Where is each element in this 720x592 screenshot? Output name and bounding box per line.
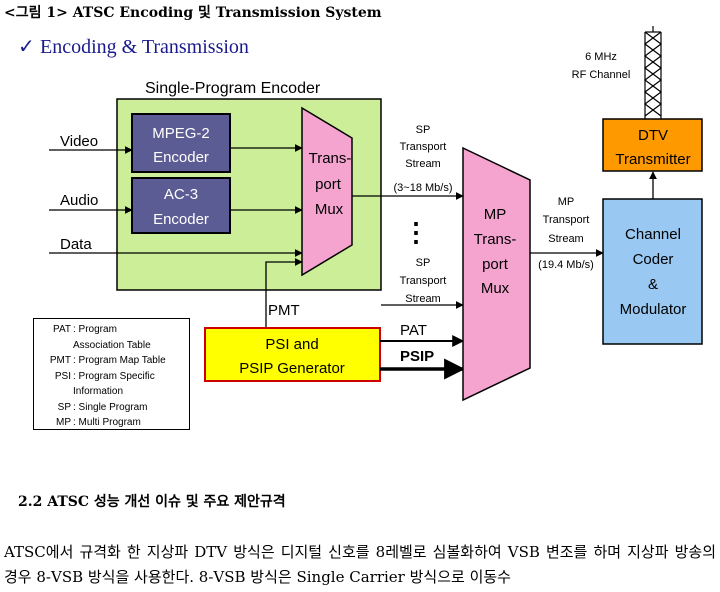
- sp-stream-top-label-3: Stream: [405, 158, 440, 170]
- transport-mux-label-3: Mux: [315, 201, 344, 218]
- channel-coder-label-4: Modulator: [620, 301, 687, 318]
- mp-mux-label-1: MP: [484, 206, 507, 223]
- mpeg2-encoder-label-1: MPEG-2: [152, 125, 210, 142]
- mpeg2-encoder-label-2: Encoder: [153, 149, 209, 166]
- sp-stream-top-label-1: SP: [416, 124, 431, 136]
- legend-def: : Program Map Table: [73, 355, 166, 366]
- mp-rate-label: (19.4 Mb/s): [538, 259, 594, 271]
- mp-stream-label-2: Transport: [543, 214, 590, 226]
- checkmark-icon: ✓: [18, 36, 35, 58]
- body-paragraph: ATSC에서 규격화 한 지상파 DTV 방식은 디지털 신호를 8레벨로 심볼…: [4, 543, 716, 586]
- legend-abbr: PMT: [49, 355, 71, 366]
- atsc-block-diagram: Single-Program Encoder MPEG-2 Encoder AC…: [49, 26, 703, 402]
- channel-coder-label-3: &: [648, 276, 658, 293]
- legend-def: : Multi Program: [73, 417, 141, 428]
- rf-channel-label-1: 6 MHz: [585, 51, 617, 63]
- sp-stream-top-label-2: Transport: [400, 141, 447, 153]
- legend-row-sp: SP: Single Program: [40, 400, 189, 416]
- transport-mux-shape: [301, 106, 353, 277]
- dtv-transmitter-label-2: Transmitter: [615, 151, 690, 168]
- legend-row-pat: PAT: Program: [40, 322, 189, 338]
- transport-mux-label-1: Trans-: [309, 150, 352, 167]
- legend-def: : Single Program: [73, 401, 148, 413]
- section-heading: 2.2 ATSC 성능 개선 이슈 및 주요 제안규격: [18, 494, 286, 510]
- channel-coder-label-1: Channel: [625, 226, 681, 243]
- mpeg2-encoder-box: [131, 113, 231, 173]
- mp-mux-label-3: port: [482, 256, 509, 273]
- ac3-encoder-box: [131, 177, 231, 234]
- ac3-encoder-label-1: AC-3: [164, 186, 198, 203]
- legend-def: : Program Specific: [73, 370, 155, 382]
- psi-generator-label-2: PSIP Generator: [239, 360, 345, 377]
- encoder-title: Single-Program Encoder: [145, 80, 321, 97]
- antenna-tower-icon: [644, 26, 662, 119]
- mp-stream-label-3: Stream: [548, 233, 583, 245]
- sp-more-streams-dots: ⋮: [403, 217, 429, 247]
- legend-def: : Program: [73, 324, 117, 335]
- ac3-encoder-label-2: Encoder: [153, 211, 209, 228]
- mp-mux-label-4: Mux: [481, 280, 510, 297]
- channel-coder-label-2: Coder: [633, 251, 674, 268]
- mp-transport-mux-shape: [462, 146, 531, 402]
- sp-stream-bottom-label-3: Stream: [405, 293, 440, 305]
- slide-heading-text: Encoding & Transmission: [40, 36, 249, 58]
- transport-mux-label-2: port: [315, 176, 342, 193]
- channel-coder-modulator-box: [602, 198, 703, 345]
- slide-heading: ✓Encoding & Transmission: [18, 34, 249, 59]
- pmt-label: PMT: [268, 302, 300, 319]
- dtv-transmitter-box: [602, 118, 703, 172]
- sp-stream-bottom-label-2: Transport: [400, 275, 447, 287]
- psip-label: PSIP: [400, 348, 434, 365]
- rf-channel-label-2: RF Channel: [572, 69, 631, 81]
- mp-mux-label-2: Trans-: [474, 231, 517, 248]
- video-input-label: Video: [60, 133, 98, 150]
- legend-abbr: PSI: [54, 370, 71, 382]
- legend-row-mp: MP: Multi Program: [40, 415, 189, 431]
- abbreviation-legend: PAT: Program Association Table PMT: Prog…: [33, 318, 190, 430]
- legend-row-pmt: PMT: Program Map Table: [40, 353, 189, 369]
- legend-row-psi: PSI: Program Specific: [40, 369, 189, 385]
- legend-continuation: Association Table: [73, 339, 151, 351]
- legend-continuation: Information: [73, 386, 124, 397]
- sp-rate-label: (3~18 Mb/s): [394, 182, 453, 194]
- data-input-label: Data: [60, 236, 92, 253]
- audio-input-label: Audio: [60, 192, 98, 209]
- legend-abbr: SP: [57, 401, 71, 413]
- psi-psip-generator-box: [204, 327, 381, 382]
- mp-stream-label-1: MP: [558, 196, 575, 208]
- pmt-arrow: [265, 258, 303, 328]
- dtv-transmitter-label-1: DTV: [638, 127, 668, 144]
- sp-stream-bottom-label-1: SP: [416, 257, 431, 269]
- legend-abbr: PAT: [53, 324, 71, 335]
- figure-caption: <그림 1> ATSC Encoding 및 Transmission Syst…: [4, 5, 382, 21]
- pat-label: PAT: [400, 322, 427, 339]
- legend-abbr: MP: [56, 417, 71, 428]
- psi-generator-label-1: PSI and: [265, 336, 318, 353]
